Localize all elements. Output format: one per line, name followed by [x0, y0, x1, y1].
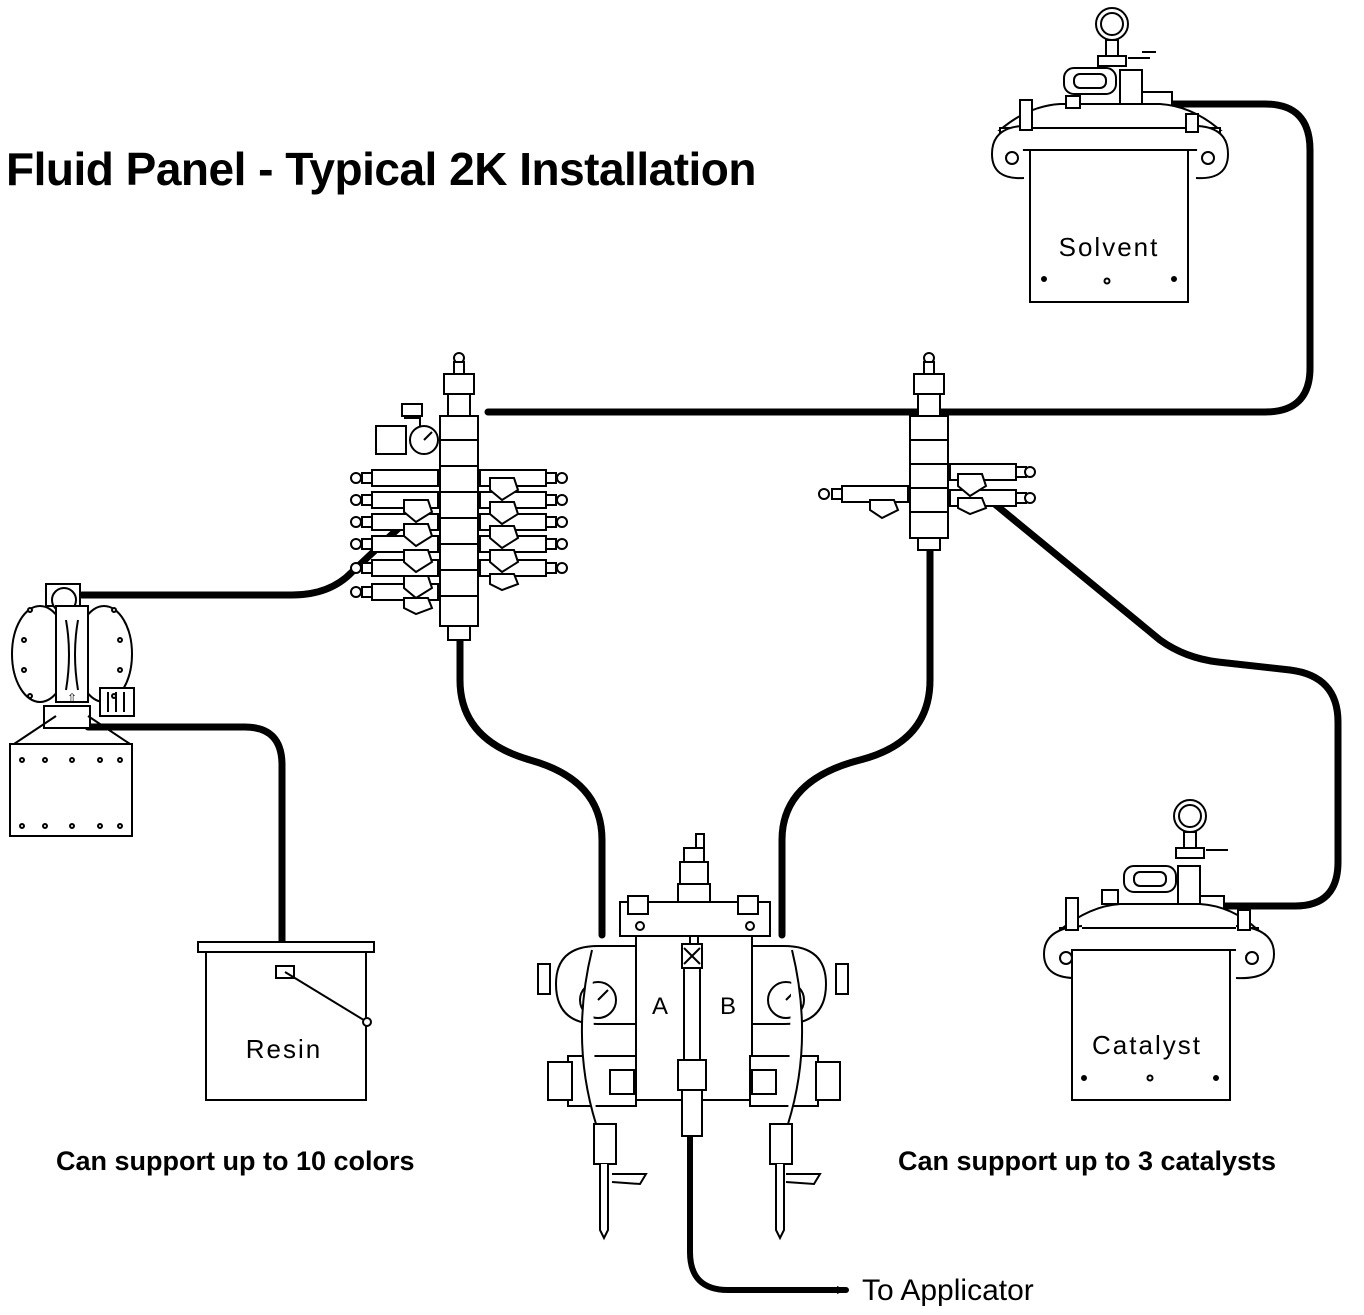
catalyst-feed-hose	[985, 496, 1338, 906]
air-regulator-body	[376, 426, 406, 454]
catalyst-valve-stack	[819, 353, 1035, 550]
catalyst-outlet-hose	[782, 548, 930, 935]
color-valves-right	[480, 470, 567, 590]
colors-caption: Can support up to 10 colors	[56, 1146, 415, 1177]
color-valves-left	[351, 470, 438, 614]
applicator-hose	[690, 1132, 846, 1290]
solvent-label: Solvent	[1059, 232, 1160, 262]
resin-label: Resin	[246, 1034, 322, 1064]
resin-can	[198, 942, 374, 1100]
catalyst-label: Catalyst	[1092, 1030, 1202, 1060]
color-manifold	[440, 440, 478, 626]
catalysts-caption: Can support up to 3 catalysts	[898, 1146, 1276, 1177]
diaphragm-pump: ⇧	[10, 584, 134, 836]
mixer-a-label: A	[652, 993, 668, 1020]
to-applicator-label: To Applicator	[862, 1274, 1034, 1308]
diagram-title: Fluid Panel - Typical 2K Installation	[6, 142, 756, 196]
color-outlet-hose	[460, 638, 602, 935]
svg-text:⇧: ⇧	[67, 691, 77, 705]
color-valve-stack	[351, 353, 567, 640]
mixer-b-label: B	[720, 993, 736, 1020]
